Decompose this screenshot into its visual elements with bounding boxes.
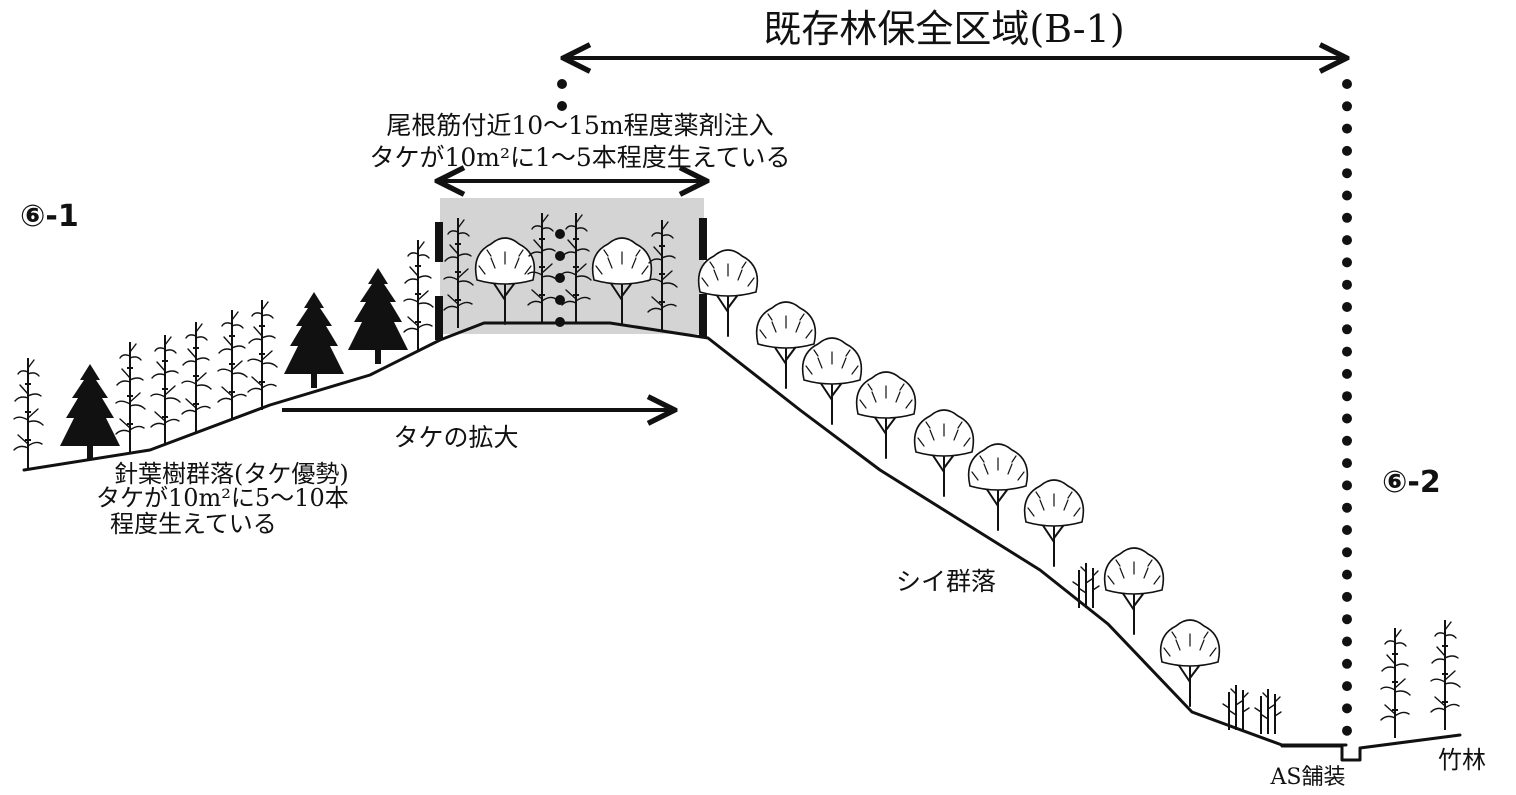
zone-boundary-post (435, 296, 443, 340)
boundary-dot (1342, 413, 1352, 424)
boundary-dot (1342, 302, 1352, 312)
boundary-dot (1342, 79, 1352, 89)
broadleaf-tree-icon (1159, 619, 1221, 707)
broadleaf-tree-icon (855, 371, 917, 459)
boundary-dot (1342, 591, 1352, 602)
as-paving-label: AS舗装 (1270, 765, 1346, 790)
injection-point-markers (555, 229, 565, 327)
boundary-dot (1342, 435, 1352, 446)
boundary-dot (1342, 101, 1352, 112)
bamboo-culm-icon (13, 357, 44, 469)
boundary-dot (1342, 569, 1352, 580)
page-title: 既存林保全区域(B-1) (763, 7, 1124, 51)
conifer-community-line2: タケが10m²に5～10本 (96, 484, 349, 512)
as-paving-surface (1280, 733, 1462, 762)
shii-community-label: シイ群落 (896, 567, 996, 596)
conifer-tree-icon (348, 268, 408, 364)
boundary-dot (1342, 502, 1352, 513)
broadleaf-tree-icon (1103, 547, 1165, 635)
bamboo-culm-icon (181, 321, 212, 433)
boundary-dot (1342, 480, 1352, 491)
bamboo-culm-icon (1254, 688, 1282, 735)
bamboo-culm-icon (247, 299, 278, 411)
boundary-dot (1342, 168, 1352, 179)
zone-boundary-post (699, 218, 707, 260)
boundary-dot (1342, 458, 1352, 469)
zone-boundary-post (699, 294, 707, 338)
section-label-left: ⑥-1 (20, 199, 79, 234)
bamboo-culm-icon (115, 341, 146, 453)
boundary-dot (1342, 145, 1352, 156)
broadleaf-tree-icon (801, 337, 863, 425)
boundary-dot (1342, 547, 1352, 558)
broadleaf-tree-icon (1023, 479, 1085, 567)
bamboo-culm-icon (1430, 619, 1461, 731)
zone-boundary-post (435, 222, 443, 262)
boundary-dot (1342, 257, 1352, 268)
broadleaf-tree-icon (913, 409, 975, 497)
conifer-community-line1: 針葉樹群落(タケ優勢) (114, 460, 349, 488)
conifer-tree-icon (284, 292, 344, 388)
bamboo-forest-label: 竹林 (1438, 746, 1486, 774)
terrain-profile (22, 321, 1348, 747)
broadleaf-tree-icon (967, 443, 1029, 531)
ridge-annotation-line2: タケが10m²に1～5本程度生えている (369, 143, 790, 172)
boundary-dot (1342, 725, 1352, 736)
section-label-right: ⑥-2 (1382, 465, 1441, 500)
conifer-tree-icon (60, 364, 120, 460)
boundary-dot (1342, 636, 1352, 647)
preservation-boundary-left (557, 79, 567, 111)
bamboo-culm-icon (217, 309, 248, 421)
preservation-boundary-right (1342, 79, 1352, 736)
ridge-annotation-line1: 尾根筋付近10～15m程度薬剤注入 (386, 111, 773, 140)
boundary-dot (1342, 279, 1352, 290)
boundary-dot (1342, 703, 1352, 714)
boundary-dot (1342, 614, 1352, 625)
boundary-dot (1342, 525, 1352, 535)
boundary-dot (1342, 235, 1352, 246)
boundary-dot (1342, 324, 1352, 335)
boundary-dot (1342, 658, 1352, 669)
boundary-dot (1342, 212, 1352, 223)
boundary-dot (1342, 346, 1352, 357)
boundary-dot (1342, 190, 1352, 201)
conifer-community-line3: 程度生えている (110, 510, 277, 538)
bamboo-culm-icon (403, 239, 434, 351)
boundary-dot (1342, 123, 1352, 134)
boundary-dot (1342, 681, 1352, 692)
bamboo-culm-icon (1380, 627, 1411, 739)
bamboo-culm-icon (1072, 562, 1100, 609)
boundary-dot (1342, 391, 1352, 402)
boundary-dot (1342, 368, 1352, 379)
bamboo-expansion-label: タケの拡大 (393, 423, 518, 452)
bamboo-culm-icon (150, 334, 181, 446)
broadleaf-tree-icon (697, 249, 759, 337)
